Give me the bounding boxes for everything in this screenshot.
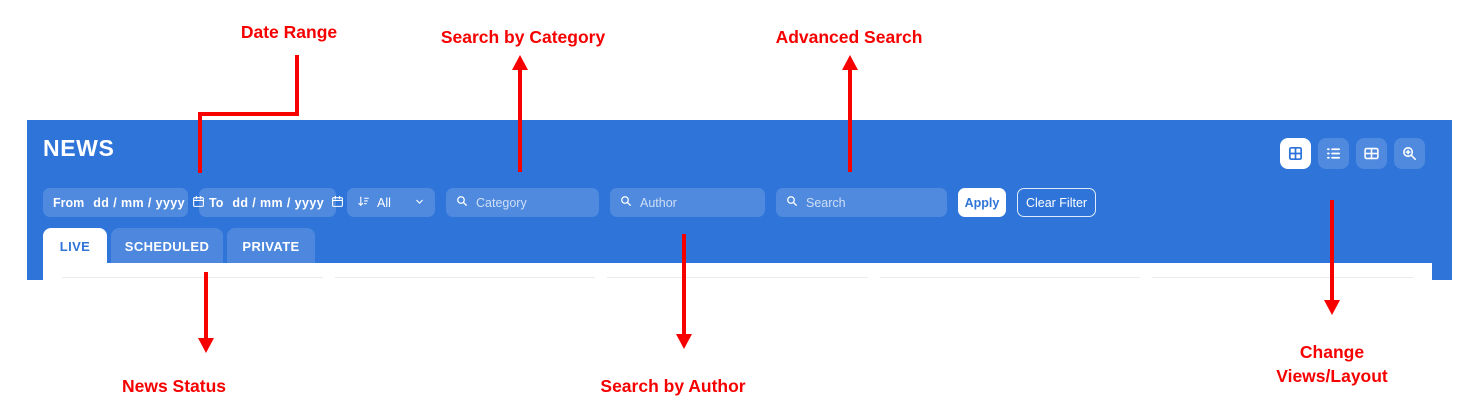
date-from-value: dd / mm / yyyy — [93, 195, 185, 210]
annotation-date-range-line — [198, 112, 299, 116]
filter-bar: From dd / mm / yyyy To dd / mm / yyyy — [43, 188, 1096, 217]
advanced-search-input[interactable] — [806, 195, 937, 210]
search-icon — [456, 195, 468, 210]
clear-filter-button[interactable]: Clear Filter — [1017, 188, 1096, 217]
sort-dropdown[interactable]: All — [347, 188, 435, 217]
date-to-label: To — [209, 195, 224, 210]
annotation-news-status: News Status — [121, 376, 227, 396]
date-from-label: From — [53, 195, 85, 210]
date-from-field[interactable]: From dd / mm / yyyy — [43, 188, 204, 217]
zoom-view-button[interactable] — [1394, 138, 1425, 169]
annotation-author-arrowhead — [676, 334, 692, 349]
news-header-bar: NEWS — [27, 120, 1452, 280]
date-to-field[interactable]: To dd / mm / yyyy — [199, 188, 344, 217]
news-card-placeholder — [879, 277, 1141, 278]
list-view-button[interactable] — [1318, 138, 1349, 169]
search-icon — [620, 195, 632, 210]
annotation-change-views-layout: Change Views/Layout — [1262, 340, 1402, 388]
tab-live[interactable]: LIVE — [43, 228, 107, 264]
tab-scheduled[interactable]: SCHEDULED — [111, 228, 223, 264]
search-icon — [786, 195, 798, 210]
annotation-views-arrow-line — [1330, 200, 1334, 302]
tab-private[interactable]: PRIVATE — [227, 228, 315, 264]
annotation-advanced-arrow-line — [848, 67, 852, 172]
table-view-icon — [1363, 145, 1380, 162]
date-to-value: dd / mm / yyyy — [232, 195, 325, 210]
annotation-date-range: Date Range — [240, 22, 338, 42]
annotation-status-arrowhead — [198, 338, 214, 353]
content-panel — [43, 263, 1432, 418]
annotation-advanced-search: Advanced Search — [775, 27, 923, 47]
view-layout-switcher — [1280, 138, 1425, 169]
annotation-advanced-arrowhead — [842, 55, 858, 70]
calendar-icon — [331, 195, 344, 211]
calendar-icon — [192, 195, 205, 211]
category-search-field — [446, 188, 599, 217]
annotation-views-arrowhead — [1324, 300, 1340, 315]
annotation-search-by-category: Search by Category — [440, 27, 606, 47]
news-card-placeholder — [334, 277, 596, 278]
author-search-input[interactable] — [640, 195, 755, 210]
news-card-placeholder — [62, 277, 323, 278]
annotation-change-views-line2: Views/Layout — [1276, 366, 1388, 386]
annotation-search-by-author: Search by Author — [600, 376, 746, 396]
grid-view-icon — [1287, 145, 1304, 162]
news-card-placeholder — [607, 277, 868, 278]
table-view-button[interactable] — [1356, 138, 1387, 169]
news-status-tabs: LIVE SCHEDULED PRIVATE — [43, 228, 315, 264]
zoom-view-icon — [1401, 145, 1418, 162]
chevron-down-icon — [414, 196, 425, 210]
category-search-input[interactable] — [476, 195, 589, 210]
annotation-change-views-line1: Change — [1299, 342, 1365, 362]
grid-view-button[interactable] — [1280, 138, 1311, 169]
news-card-placeholder — [1152, 277, 1413, 278]
page-title: NEWS — [43, 135, 115, 161]
annotation-status-arrow-line — [204, 272, 208, 340]
annotation-category-arrow-line — [518, 67, 522, 172]
annotation-date-range-line — [295, 55, 299, 116]
news-card-row — [43, 263, 1432, 278]
list-view-icon — [1325, 145, 1342, 162]
apply-button[interactable]: Apply — [958, 188, 1006, 217]
sort-icon — [357, 195, 370, 211]
annotation-date-range-line — [198, 112, 202, 173]
author-search-field — [610, 188, 765, 217]
annotation-category-arrowhead — [512, 55, 528, 70]
sort-value: All — [377, 195, 391, 210]
annotation-author-arrow-line — [682, 234, 686, 336]
advanced-search-field — [776, 188, 947, 217]
